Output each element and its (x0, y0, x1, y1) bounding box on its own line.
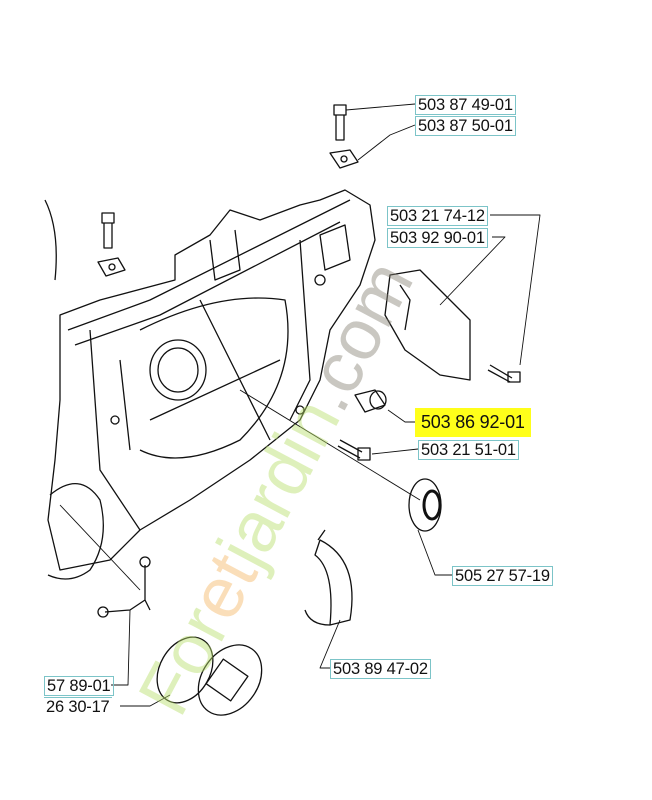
part-label-503-92-90-01[interactable]: 503 92 90-01 (387, 228, 488, 248)
cover-plate (384, 269, 471, 381)
crankcase-housing (47, 189, 376, 571)
watermark: Foretjardin.com (123, 248, 428, 727)
brake-band (314, 539, 353, 626)
clutch (197, 644, 263, 716)
part-label-503-21-74-12[interactable]: 503 21 74-12 (387, 206, 488, 226)
part-label-505-27-57-19[interactable]: 505 27 57-19 (452, 566, 553, 586)
part-label-26-30-17[interactable]: 26 30-17 (44, 697, 112, 716)
part-label-503-87-50-01[interactable]: 503 87 50-01 (415, 116, 516, 136)
clutch-drum (47, 482, 104, 580)
part-label-503-86-92-01-highlighted[interactable]: 503 86 92-01 (415, 408, 531, 437)
part-label-57-89-01[interactable]: 57 89-01 (44, 676, 114, 696)
part-label-503-89-47-02[interactable]: 503 89 47-02 (330, 659, 431, 679)
part-label-503-87-49-01[interactable]: 503 87 49-01 (415, 95, 516, 115)
svg-text:Foretjardin.com: Foretjardin.com (123, 248, 428, 727)
part-label-503-21-51-01[interactable]: 503 21 51-01 (418, 440, 519, 460)
